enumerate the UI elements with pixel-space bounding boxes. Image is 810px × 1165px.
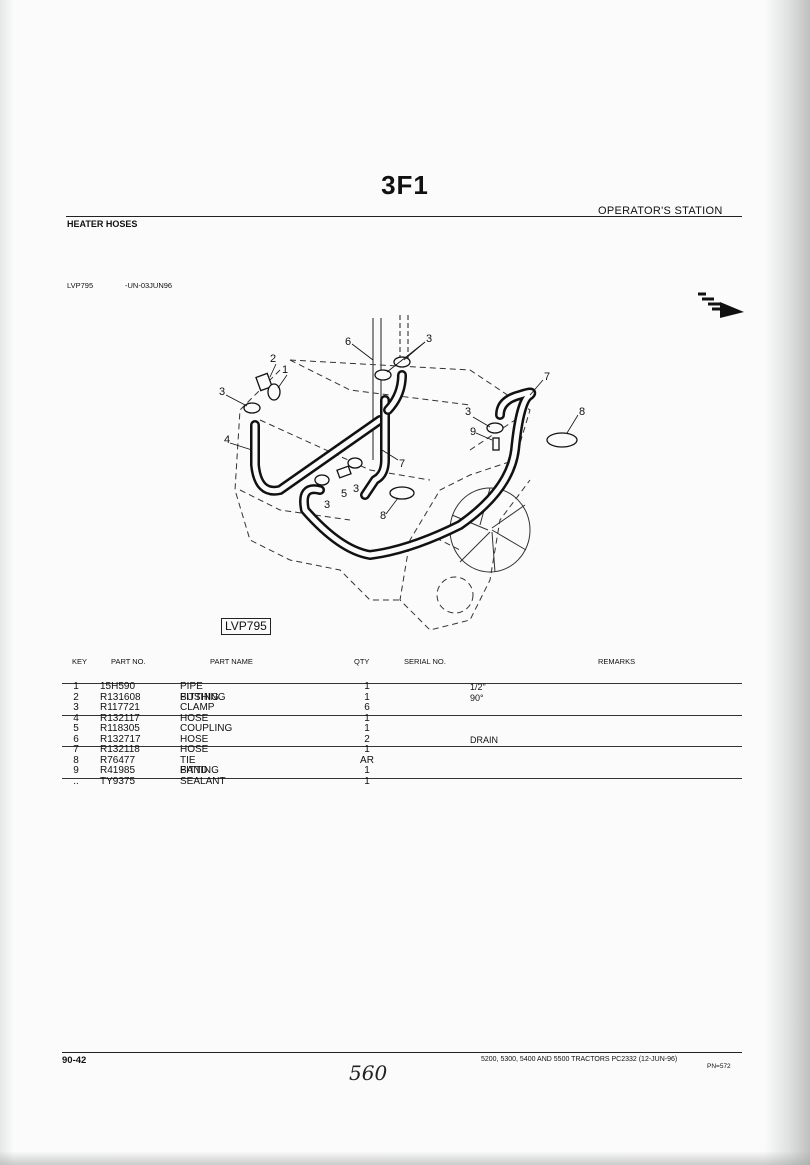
callout-9: 9	[470, 426, 476, 438]
page-code: 3F1	[381, 170, 429, 200]
row-key: 9	[73, 765, 79, 776]
col-header-qty: QTY	[354, 657, 370, 666]
table-rule	[62, 746, 742, 747]
row-part-name: PIPE BUSHING	[180, 681, 226, 703]
handwritten-note: 560	[349, 1061, 387, 1085]
row-qty: 1	[364, 765, 370, 776]
clamps-and-fittings	[243, 356, 578, 500]
scan-edge-left	[0, 0, 14, 1165]
callout-4: 4	[224, 434, 230, 446]
callout-labels: 1 2 3 3 3 3 3 4 5 6 7 7 8 8 9	[219, 333, 585, 522]
row-part-name: FITTING	[180, 691, 219, 703]
leader-lines	[225, 341, 579, 515]
group-subtitle: HEATER HOSES	[67, 219, 138, 229]
callout-3: 3	[353, 483, 359, 495]
row-key: 6	[73, 733, 79, 745]
row-part-no: R132117	[100, 712, 140, 724]
row-part-no: R132118	[100, 744, 140, 755]
callout-5: 5	[341, 488, 347, 500]
row-part-name: TIE BAND	[180, 754, 208, 776]
row-part-no: R132717	[100, 733, 141, 745]
row-part-no: R41985	[100, 765, 136, 776]
serial-range: -UN-03JUN96	[125, 281, 173, 290]
callout-3: 3	[324, 499, 330, 511]
pn-code: PN=572	[707, 1063, 731, 1070]
col-header-part-name: PART NAME	[210, 657, 253, 666]
footer-rule	[62, 1052, 742, 1053]
row-part-name: HOSE	[180, 733, 209, 745]
row-remarks: DRAIN	[470, 734, 499, 745]
forward-arrow-icon	[698, 292, 744, 318]
row-key: 4	[73, 712, 79, 724]
row-part-no: 15H590	[100, 681, 136, 692]
row-part-no: R117721	[100, 702, 140, 713]
row-remarks: 90°	[470, 692, 484, 703]
row-part-name: HOSE	[180, 712, 209, 724]
callout-3: 3	[219, 386, 225, 398]
header-rule	[66, 216, 742, 217]
row-qty: 1	[364, 744, 370, 755]
heater-hoses-diagram: 1 2 3 3 3 3 3 4 5 6 7 7 8 8 9	[219, 315, 585, 631]
scan-edge-right	[764, 0, 810, 1165]
row-qty: 1	[364, 681, 370, 692]
row-qty: 1	[364, 691, 370, 703]
callout-7: 7	[399, 458, 405, 470]
col-header-serial-no: SERIAL NO.	[404, 657, 446, 666]
row-part-no: R76477	[100, 754, 136, 766]
illustration-id-box: LVP795	[221, 618, 271, 635]
callout-6: 6	[345, 336, 351, 348]
handwritten-text: 560	[349, 1061, 387, 1085]
row-qty: 2	[364, 733, 370, 745]
callout-8: 8	[579, 406, 585, 418]
row-part-name: COUPLING	[180, 723, 233, 734]
row-key: ..	[73, 775, 79, 787]
table-rule	[62, 715, 742, 716]
callout-3: 3	[426, 333, 432, 345]
illustration-code: LVP795	[67, 281, 94, 290]
scan-edge-bottom	[0, 1151, 810, 1165]
col-header-part-no: PART NO.	[111, 657, 146, 666]
row-qty: 1	[364, 775, 370, 787]
row-part-name: FITTING	[180, 765, 219, 776]
row-key: 7	[73, 744, 79, 755]
section-title: OPERATOR'S STATION	[598, 205, 723, 217]
engine-outline	[234, 359, 531, 631]
row-key: 8	[73, 754, 79, 766]
table-rule	[62, 778, 742, 779]
row-part-no: R118305	[100, 723, 140, 734]
row-qty: AR	[360, 754, 374, 766]
row-key: 5	[73, 723, 79, 734]
row-part-no: R131608	[100, 691, 141, 703]
row-qty: 6	[364, 702, 370, 713]
callout-7: 7	[544, 371, 550, 383]
page-number: 90-42	[62, 1055, 87, 1066]
callout-8: 8	[380, 510, 386, 522]
row-qty: 1	[364, 712, 370, 724]
row-qty: 1	[364, 723, 370, 734]
heater-hose-paths	[250, 370, 537, 560]
row-part-name: CLAMP	[180, 702, 215, 713]
row-remarks: 1/2"	[470, 682, 486, 692]
callout-2: 2	[270, 353, 276, 365]
callout-3: 3	[465, 406, 471, 418]
row-part-name: SEALANT	[180, 775, 226, 787]
callout-1: 1	[282, 364, 288, 376]
row-part-no: TY9375	[100, 775, 136, 787]
publication-info: 5200, 5300, 5400 AND 5500 TRACTORS PC233…	[481, 1056, 678, 1063]
row-key: 1	[73, 681, 79, 692]
row-part-name: HOSE	[180, 744, 209, 755]
row-key: 3	[73, 702, 79, 713]
row-key: 2	[73, 691, 79, 703]
col-header-key: KEY	[72, 657, 88, 666]
table-rule	[62, 683, 742, 684]
col-header-remarks: REMARKS	[598, 657, 636, 666]
